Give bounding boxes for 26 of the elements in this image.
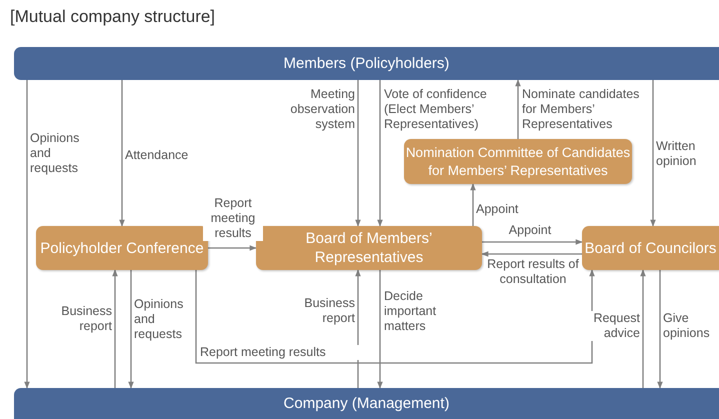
header-band: Company (Management) (14, 388, 719, 419)
arrow (195, 269, 595, 364)
arrow (470, 183, 476, 226)
organization-box: Nomination Committee of Candidates for Members’ Representatives (404, 139, 632, 184)
arrow (657, 270, 663, 389)
organization-box: Board of Members’ Representatives (256, 226, 482, 270)
arrow (355, 80, 361, 227)
arrow (482, 239, 583, 245)
arrow (640, 269, 646, 388)
arrow (24, 80, 30, 389)
organization-box: Board of Councilors (582, 226, 719, 270)
arrow (650, 80, 656, 227)
arrow (355, 269, 361, 388)
arrow (128, 270, 134, 389)
arrow (377, 270, 383, 389)
arrow (377, 80, 383, 227)
header-band: Members (Policyholders) (14, 47, 719, 80)
organization-box: Policyholder Conference (36, 226, 208, 270)
arrow (208, 245, 257, 251)
arrow (481, 251, 582, 257)
arrow (112, 269, 118, 388)
edge-label: Report meeting results (203, 196, 263, 241)
arrow (119, 80, 125, 227)
diagram-title: [Mutual company structure] (10, 7, 216, 27)
edge-label: Report meeting results (200, 345, 360, 360)
arrow (515, 79, 521, 139)
